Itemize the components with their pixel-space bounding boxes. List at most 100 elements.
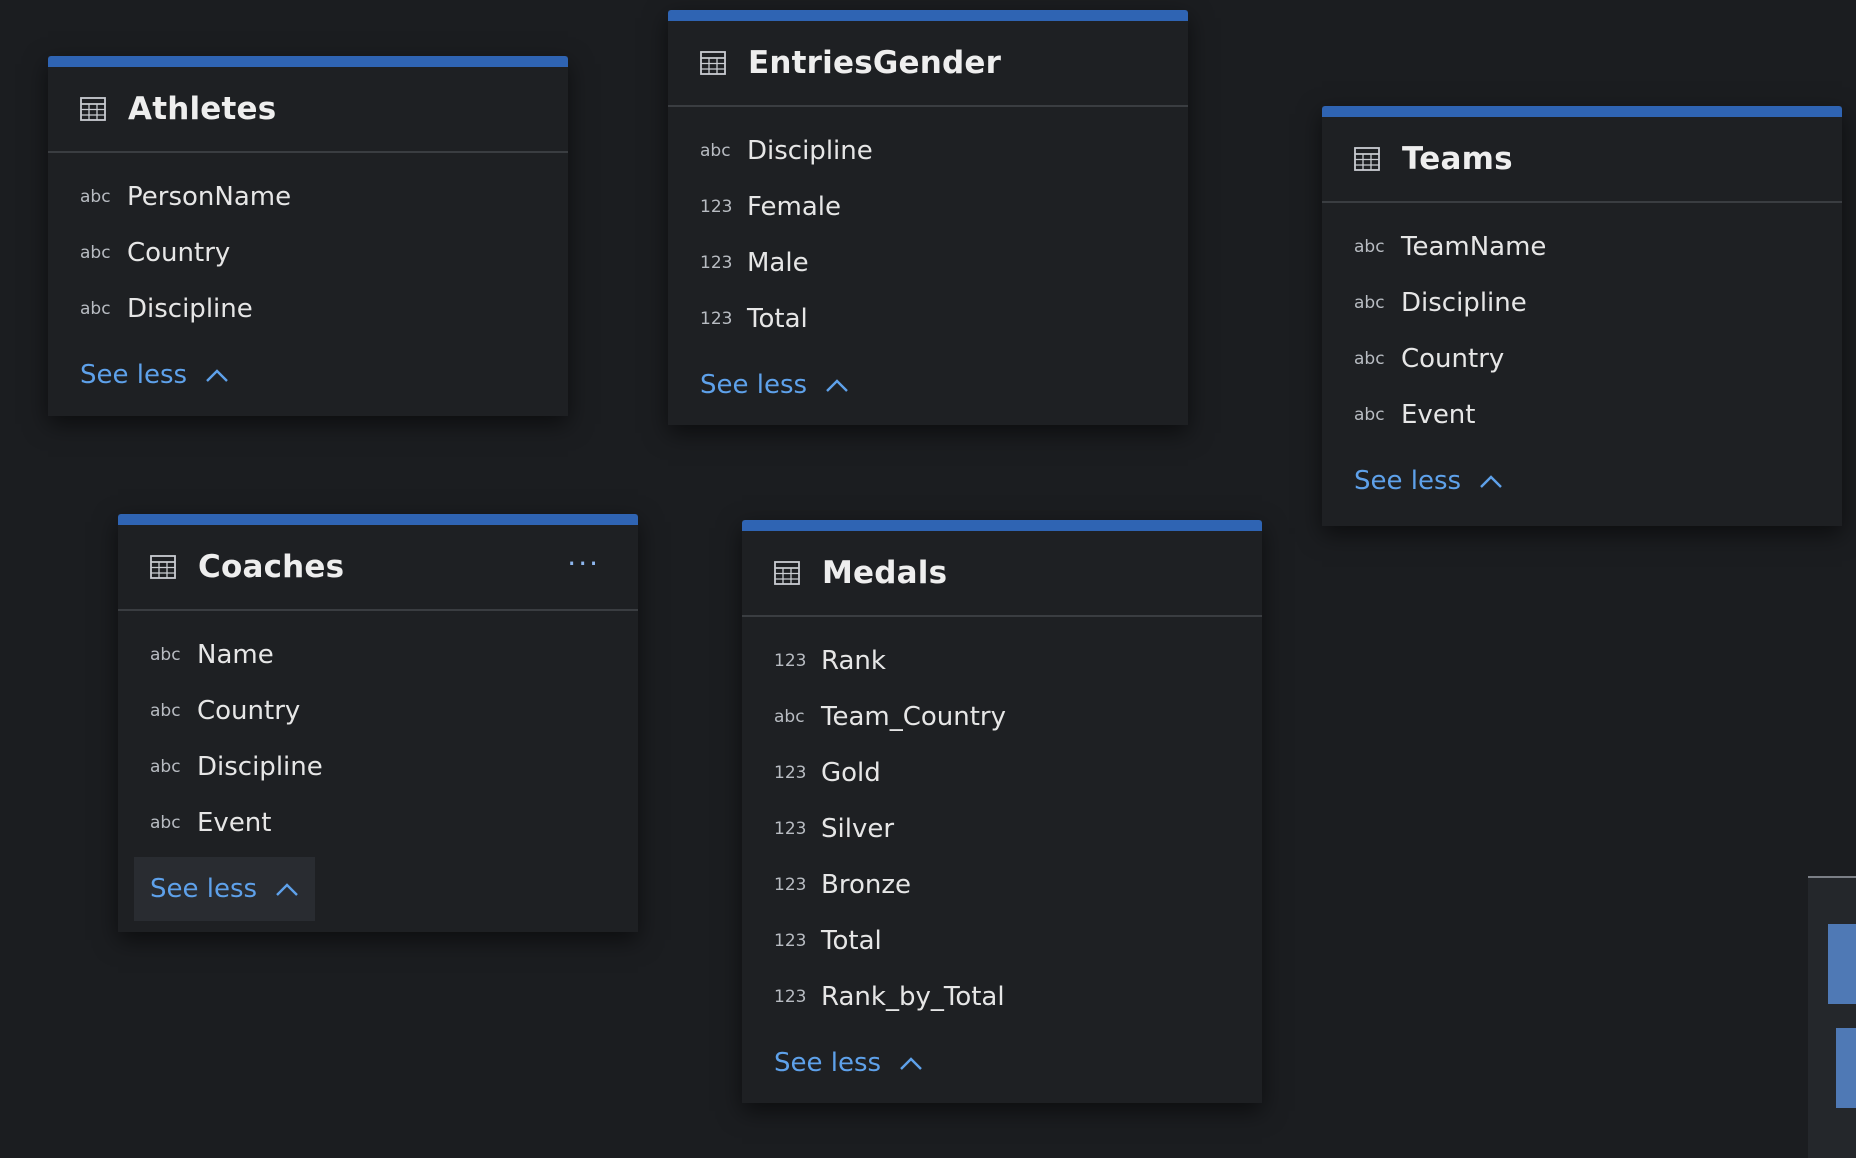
field-row[interactable]: abc PersonName [48,169,568,225]
field-row[interactable]: abc Discipline [1322,275,1842,331]
field-row[interactable]: 123 Male [668,235,1188,291]
field-type-badge: abc [1354,237,1385,257]
field-name: Rank [821,646,886,676]
chevron-up-icon [206,369,228,382]
field-type-badge: 123 [774,819,807,839]
field-type-badge: abc [150,813,181,833]
field-row[interactable]: 123 Rank [742,633,1262,689]
field-name: Bronze [821,870,911,900]
field-name: Male [747,248,809,278]
field-type-badge: abc [1354,349,1385,369]
see-less-label: See less [774,1048,882,1078]
field-type-badge: abc [80,243,111,263]
field-list: abc TeamName abc Discipline abc Country … [1322,203,1842,443]
field-row[interactable]: 123 Rank_by_Total [742,969,1262,1025]
field-row[interactable]: abc Country [1322,331,1842,387]
table-title: Coaches [198,549,345,585]
chevron-up-icon [900,1057,922,1070]
field-type-badge: 123 [774,875,807,895]
field-name: Silver [821,814,895,844]
chevron-up-icon [276,883,298,896]
card-header[interactable]: Athletes [48,67,568,153]
more-options-icon[interactable]: ··· [567,547,600,580]
table-card-entriesgender[interactable]: EntriesGender abc Discipline 123 Female … [668,10,1188,425]
field-row[interactable]: 123 Silver [742,801,1262,857]
field-type-badge: 123 [774,651,807,671]
field-name: Total [821,926,882,956]
see-less-label: See less [80,360,188,390]
field-type-badge: 123 [774,763,807,783]
see-less-button[interactable]: See less [64,343,245,407]
table-grid-icon [774,561,800,585]
field-type-badge: 123 [700,309,733,329]
see-less-button[interactable]: See less [684,353,865,417]
table-title: Medals [822,555,948,591]
field-row[interactable]: 123 Total [668,291,1188,347]
field-name: Rank_by_Total [821,982,1005,1012]
card-header[interactable]: EntriesGender [668,21,1188,107]
field-type-badge: 123 [700,253,733,273]
field-row[interactable]: abc Name [118,627,638,683]
minimap-block [1836,1028,1856,1108]
field-type-badge: abc [150,645,181,665]
field-type-badge: abc [80,299,111,319]
field-type-badge: abc [150,757,181,777]
field-list: abc Discipline 123 Female 123 Male 123 T… [668,107,1188,347]
field-name: TeamName [1401,232,1547,262]
field-type-badge: 123 [774,931,807,951]
field-list: 123 Rank abc Team_Country 123 Gold 123 S… [742,617,1262,1025]
field-name: PersonName [127,182,292,212]
card-header[interactable]: Teams [1322,117,1842,203]
card-accent-bar [118,514,638,525]
field-row[interactable]: 123 Gold [742,745,1262,801]
field-row[interactable]: abc Discipline [118,739,638,795]
table-card-coaches[interactable]: Coaches ··· abc Name abc Country abc Dis… [118,514,638,932]
field-row[interactable]: abc Event [1322,387,1842,443]
table-grid-icon [700,51,726,75]
field-name: Discipline [1401,288,1527,318]
field-row[interactable]: abc Discipline [48,281,568,337]
card-header[interactable]: Medals [742,531,1262,617]
field-name: Gold [821,758,881,788]
see-less-button[interactable]: See less [758,1031,939,1095]
table-card-athletes[interactable]: Athletes abc PersonName abc Country abc … [48,56,568,416]
field-name: Event [197,808,272,838]
see-less-label: See less [700,370,808,400]
table-grid-icon [150,555,176,579]
minimap-panel[interactable] [1808,876,1856,1158]
field-row[interactable]: abc TeamName [1322,219,1842,275]
field-name: Name [197,640,274,670]
field-name: Event [1401,400,1476,430]
field-name: Discipline [747,136,873,166]
see-less-label: See less [1354,466,1462,496]
field-name: Total [747,304,808,334]
field-type-badge: abc [1354,293,1385,313]
table-card-teams[interactable]: Teams abc TeamName abc Discipline abc Co… [1322,106,1842,526]
field-row[interactable]: abc Team_Country [742,689,1262,745]
card-accent-bar [1322,106,1842,117]
field-name: Discipline [197,752,323,782]
field-name: Country [127,238,231,268]
field-row[interactable]: abc Country [48,225,568,281]
field-type-badge: 123 [700,197,733,217]
table-grid-icon [1354,147,1380,171]
field-row[interactable]: 123 Female [668,179,1188,235]
field-type-badge: abc [1354,405,1385,425]
field-row[interactable]: 123 Bronze [742,857,1262,913]
field-row[interactable]: abc Discipline [668,123,1188,179]
field-list: abc PersonName abc Country abc Disciplin… [48,153,568,337]
card-accent-bar [48,56,568,67]
chevron-up-icon [826,379,848,392]
field-row[interactable]: abc Country [118,683,638,739]
see-less-button[interactable]: See less [134,857,316,921]
field-name: Country [1401,344,1505,374]
field-row[interactable]: abc Event [118,795,638,851]
table-card-medals[interactable]: Medals 123 Rank abc Team_Country 123 Gol… [742,520,1262,1103]
table-grid-icon [80,97,106,121]
field-row[interactable]: 123 Total [742,913,1262,969]
see-less-button[interactable]: See less [1338,449,1519,513]
field-type-badge: abc [700,141,731,161]
card-header[interactable]: Coaches ··· [118,525,638,611]
field-type-badge: 123 [774,987,807,1007]
table-title: Teams [1402,141,1513,177]
